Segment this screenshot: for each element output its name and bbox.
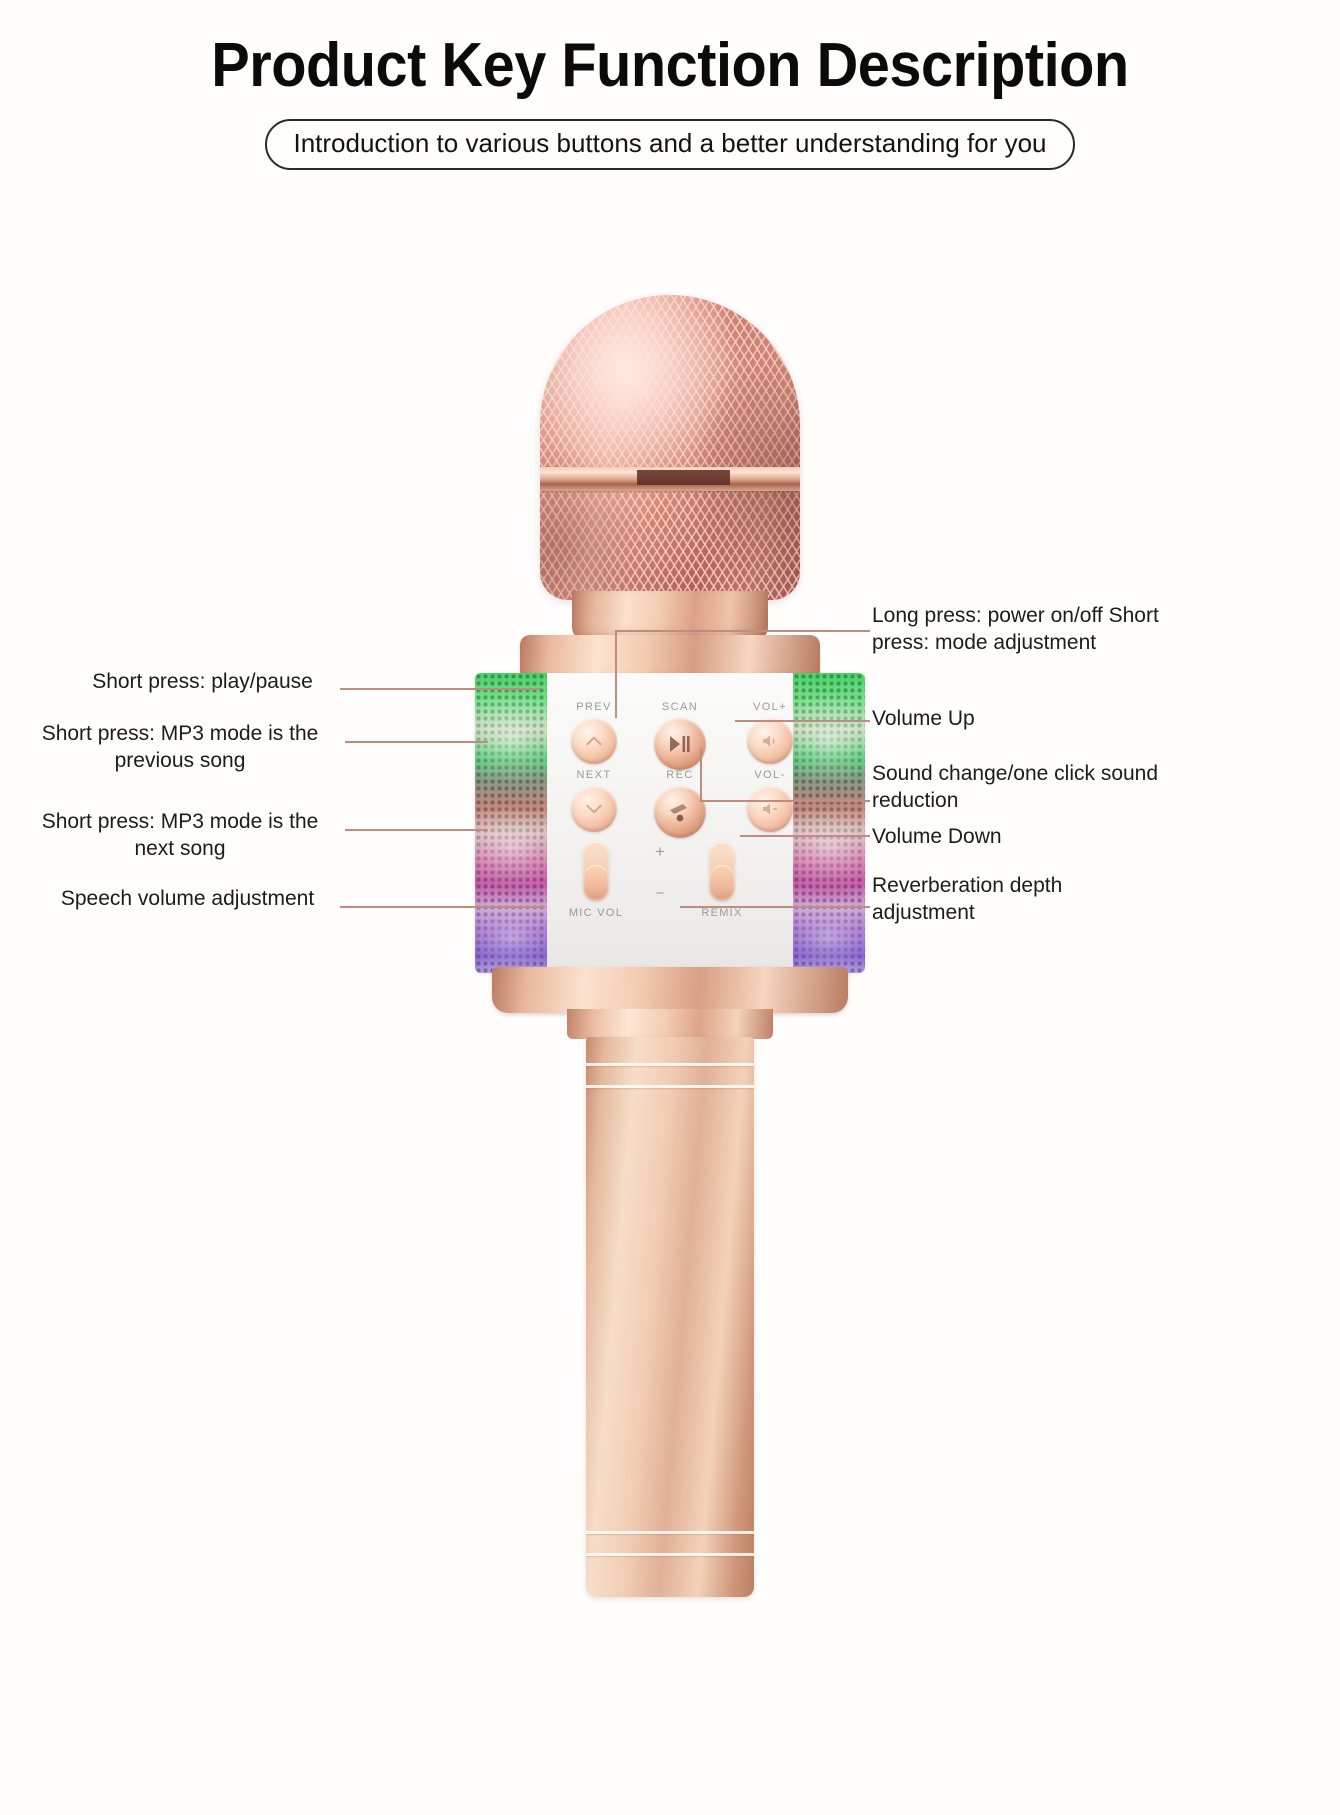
grille-metal-band <box>540 467 800 491</box>
vol-down-callout-label: Volume Down <box>872 825 1002 848</box>
scan-button-label: SCAN <box>661 701 699 713</box>
handle-ring-4 <box>586 1553 754 1556</box>
microphone-shoulder <box>567 1009 773 1039</box>
led-glow-left <box>475 673 547 973</box>
grille-shading <box>540 295 800 600</box>
plus-sign: + <box>655 842 665 861</box>
mic-vol-leader-line <box>340 906 545 908</box>
next-leader-line <box>345 829 488 831</box>
play-pause-icon <box>670 736 690 752</box>
prev-button-group: PREV <box>551 701 637 764</box>
next-button-group: NEXT <box>551 769 637 832</box>
mic-volume-slider-label: MIC VOL <box>568 907 624 919</box>
panel-face: PREV SCAN <box>547 673 793 973</box>
minus-sign: − <box>655 885 665 902</box>
mic-volume-slider[interactable] <box>583 841 609 901</box>
rec-button-label: REC <box>666 769 694 781</box>
record-icon <box>670 804 687 822</box>
scan-callout-label: Short press: play/pause <box>92 670 313 693</box>
plus-minus-indicator: + − <box>643 843 677 901</box>
volume-down-button[interactable] <box>747 786 793 832</box>
microphone-collar <box>520 635 820 677</box>
next-button-label: NEXT <box>576 769 612 781</box>
rec-leader-line <box>700 800 870 802</box>
microphone-base-ring <box>492 967 848 1013</box>
power-leader-line <box>615 630 870 632</box>
slider-row: MIC VOL + − REMIX <box>547 841 793 951</box>
microphone-neck <box>572 591 768 641</box>
prev-callout-label: Short press: MP3 mode is the previous so… <box>41 722 319 773</box>
subtitle-pill: Introduction to various buttons and a be… <box>265 119 1075 170</box>
volume-up-button[interactable] <box>747 718 793 764</box>
prev-button[interactable] <box>571 718 617 764</box>
remix-leader-line <box>680 906 870 908</box>
led-glow-right <box>793 673 865 973</box>
handle-ring-2 <box>586 1085 754 1088</box>
prev-button-label: PREV <box>576 701 612 713</box>
next-button[interactable] <box>571 786 617 832</box>
microphone-handle <box>586 1037 754 1597</box>
remix-callout-label: Reverberation depth adjustment <box>872 874 1063 925</box>
mic-vol-callout-label: Speech volume adjustment <box>60 887 315 910</box>
remix-slider[interactable] <box>709 841 735 901</box>
power-leader-stem <box>615 630 617 718</box>
handle-ring-3 <box>586 1531 754 1534</box>
scan-button[interactable] <box>654 718 706 770</box>
control-panel: PREV SCAN <box>475 673 865 973</box>
volume-up-button-label: VOL+ <box>752 701 788 713</box>
microphone-illustration: PREV SCAN <box>460 295 880 1597</box>
power-callout-label: Long press: power on/off Short press: mo… <box>872 604 1159 655</box>
vol-down-leader-line <box>740 835 870 837</box>
microphone-grille <box>540 295 800 600</box>
rec-button-group: REC <box>634 769 726 838</box>
rec-button[interactable] <box>654 786 706 838</box>
next-callout-label: Short press: MP3 mode is the next song <box>41 810 319 861</box>
chevron-down-icon <box>586 804 602 814</box>
volume-down-icon <box>763 803 777 815</box>
volume-down-button-label: VOL- <box>754 769 786 781</box>
remix-slider-label: REMIX <box>701 907 743 919</box>
vol-up-callout-label: Volume Up <box>872 707 975 730</box>
volume-up-button-group: VOL+ <box>727 701 813 764</box>
handle-ring-1 <box>586 1063 754 1066</box>
rec-leader-stem <box>700 748 702 800</box>
scan-button-group: SCAN <box>634 701 726 770</box>
subtitle-container: Introduction to various buttons and a be… <box>0 119 1340 170</box>
vol-up-leader-line <box>735 720 870 722</box>
diagram-stage: PREV SCAN <box>0 30 1340 1815</box>
led-strip-right <box>793 673 865 973</box>
volume-up-icon <box>763 735 775 747</box>
volume-down-button-group: VOL- <box>727 769 813 832</box>
prev-leader-line <box>345 741 488 743</box>
scan-leader-line <box>340 688 540 690</box>
rec-callout-label: Sound change/one click sound reduction <box>872 762 1159 813</box>
page-title: Product Key Function Description <box>211 31 1129 100</box>
led-strip-left <box>475 673 547 973</box>
chevron-up-icon <box>586 736 602 746</box>
